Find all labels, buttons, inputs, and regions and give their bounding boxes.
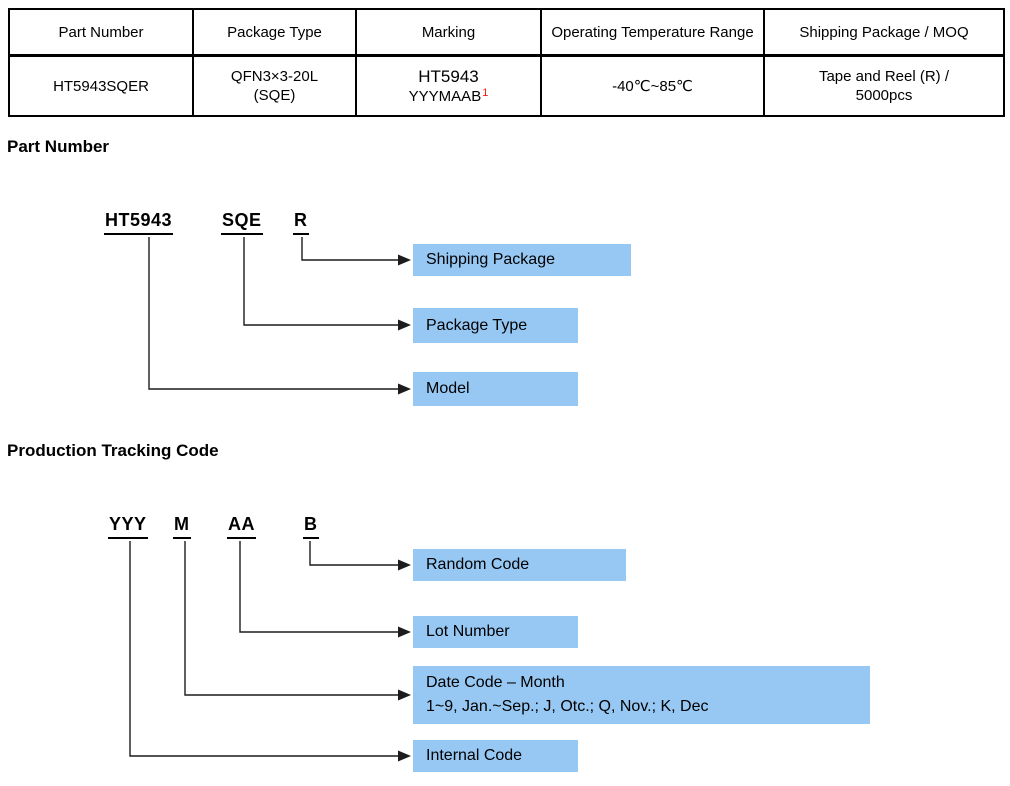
label-model: Model	[426, 380, 470, 397]
connector-line-date-code	[184, 541, 398, 696]
code-random: B	[303, 514, 319, 539]
arrowhead-model-icon	[398, 383, 411, 395]
shipping-line1: Tape and Reel (R) /	[818, 68, 950, 85]
footnote-ref: 1	[482, 86, 489, 99]
package-type-line2: (SQE)	[253, 87, 296, 104]
code-shipping: R	[293, 210, 309, 235]
arrowhead-random-code-icon	[398, 559, 411, 571]
table-row: HT5943SQER QFN3×3-20L (SQE) HT5943 YYYMA…	[8, 54, 1005, 117]
marking-line1: HT5943	[418, 66, 479, 86]
code-model: HT5943	[104, 210, 174, 235]
cell-operating-temperature: -40℃~85℃	[540, 54, 765, 117]
arrowhead-internal-code-icon	[398, 750, 411, 762]
code-lot: AA	[227, 514, 256, 539]
arrowhead-shipping-icon	[398, 254, 411, 266]
code-package: SQE	[221, 210, 263, 235]
label-box-random-code: Random Code	[413, 549, 626, 581]
package-type-line1: QFN3×3-20L	[230, 68, 319, 85]
connector-line-model	[148, 237, 398, 390]
header-shipping-package-moq: Shipping Package / MOQ	[763, 8, 1005, 57]
header-package-type: Package Type	[192, 8, 357, 57]
ordering-info-table: Part Number Package Type Marking Operati…	[8, 8, 1005, 117]
connector-line-lot-number	[239, 541, 398, 633]
production-tracking-code-heading: Production Tracking Code	[7, 441, 219, 460]
header-part-number: Part Number	[8, 8, 194, 57]
header-marking: Marking	[355, 8, 542, 57]
table-header-row: Part Number Package Type Marking Operati…	[8, 8, 1005, 57]
code-internal: YYY	[108, 514, 148, 539]
arrowhead-lot-number-icon	[398, 626, 411, 638]
label-shipping-package: Shipping Package	[426, 251, 555, 268]
label-box-internal-code: Internal Code	[413, 740, 578, 772]
header-operating-temperature-range: Operating Temperature Range	[540, 8, 765, 57]
arrowhead-package-type-icon	[398, 319, 411, 331]
label-date-code-line2: 1~9, Jan.~Sep.; J, Otc.; Q, Nov.; K, Dec	[426, 698, 709, 715]
marking-code: YYYMAAB	[408, 87, 482, 105]
cell-shipping-package: Tape and Reel (R) / 5000pcs	[763, 54, 1005, 117]
marking-line2: YYYMAAB1	[361, 86, 536, 107]
code-month: M	[173, 514, 191, 539]
label-box-lot-number: Lot Number	[413, 616, 578, 648]
cell-marking: HT5943 YYYMAAB1	[355, 54, 542, 117]
label-package-type: Package Type	[426, 316, 528, 334]
label-internal-code: Internal Code	[426, 747, 523, 764]
cell-package-type: QFN3×3-20L (SQE)	[192, 54, 357, 117]
label-random-code: Random Code	[426, 556, 530, 573]
label-box-package-type: Package Type	[413, 308, 578, 343]
part-number-value: HT5943SQER	[53, 77, 149, 95]
label-lot-number: Lot Number	[426, 623, 510, 640]
cell-part-number: HT5943SQER	[8, 54, 194, 117]
connector-line-random-code	[309, 541, 398, 566]
arrowhead-date-code-icon	[398, 689, 411, 701]
connector-line-shipping	[301, 237, 398, 261]
temperature-range-value: -40℃~85℃	[612, 77, 693, 95]
connector-line-package-type	[243, 237, 398, 326]
shipping-line2: 5000pcs	[855, 87, 913, 104]
connector-line-internal-code	[129, 541, 398, 757]
label-box-shipping-package: Shipping Package	[413, 244, 631, 276]
label-box-date-code: Date Code – Month 1~9, Jan.~Sep.; J, Otc…	[413, 666, 870, 724]
part-number-heading: Part Number	[7, 137, 110, 156]
label-box-model: Model	[413, 372, 578, 406]
label-date-code-line1: Date Code – Month	[426, 674, 565, 691]
